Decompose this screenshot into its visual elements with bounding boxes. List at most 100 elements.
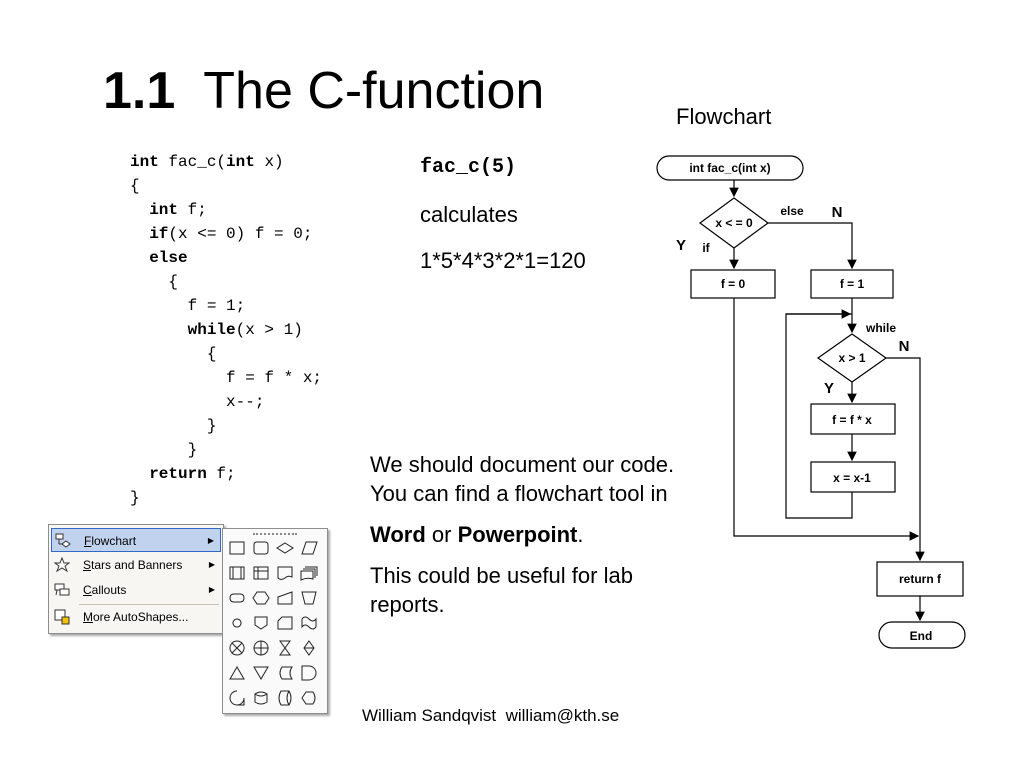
delay-shape-icon[interactable]: [301, 665, 317, 681]
multiply-box: [810, 403, 896, 435]
magnetic-disk-shape-icon[interactable]: [254, 691, 268, 705]
code-text: f;: [206, 465, 236, 483]
menu-item-flowchart[interactable]: Flowchart ▶: [51, 528, 221, 552]
note-paragraph-2: Word or Powerpoint.: [370, 520, 690, 549]
menu-item-callouts[interactable]: Callouts ▶: [51, 578, 221, 602]
stored-data-shape-icon[interactable]: [279, 666, 293, 680]
code-text: {: [206, 345, 217, 363]
flowchart-icon: [55, 533, 71, 548]
manual-operation-shape-icon[interactable]: [301, 591, 317, 605]
flowchart-heading: Flowchart: [676, 104, 772, 129]
submenu-arrow-icon: ▶: [208, 585, 215, 594]
note-block: We should document our code. You can fin…: [370, 450, 690, 631]
mult-label: f = f * x: [832, 413, 872, 427]
direct-access-storage-shape-icon[interactable]: [278, 690, 292, 706]
menu-item-stars-and-banners[interactable]: Stars and Banners ▶: [51, 553, 221, 577]
code-text: f = f * x;: [226, 369, 323, 387]
period-text: .: [577, 522, 584, 547]
menu-item-label: More AutoShapes...: [83, 610, 189, 624]
yes-label-1: Y: [676, 237, 686, 254]
yes-label-2: Y: [824, 380, 834, 397]
offpage-connector-shape-icon[interactable]: [254, 616, 268, 630]
code-text: {: [168, 273, 179, 291]
palette-grip[interactable]: [253, 533, 297, 537]
code-keyword: if: [149, 225, 169, 243]
f1-label: f = 1: [840, 277, 865, 291]
code-keyword: else: [149, 249, 188, 267]
title-number: 1.1: [103, 62, 176, 120]
card-shape-icon[interactable]: [277, 616, 293, 630]
sequential-access-storage-shape-icon[interactable]: [229, 690, 245, 706]
code-text: x--;: [226, 393, 265, 411]
slide-title: 1.1 The C-function: [103, 58, 544, 124]
return-label: return f: [899, 572, 942, 586]
product-text: 1*5*4*3*2*1=120: [420, 248, 586, 273]
end-terminator: [878, 621, 966, 649]
internal-storage-shape-icon[interactable]: [253, 566, 269, 580]
code-text: fac_c(: [158, 153, 227, 171]
start-terminator: [656, 155, 804, 181]
submenu-arrow-icon: ▶: [207, 536, 214, 545]
predefined-process-shape-icon[interactable]: [229, 566, 245, 580]
terminator-shape-icon[interactable]: [229, 593, 245, 603]
start-label: int fac_c(int x): [689, 161, 770, 175]
f-equals-0-box: [690, 269, 776, 299]
code-text: f = 1;: [187, 297, 246, 315]
process-shape-icon[interactable]: [229, 541, 245, 555]
dec-label: x = x-1: [833, 471, 871, 485]
end-label: End: [910, 629, 933, 643]
powerpoint-text: Powerpoint: [457, 522, 578, 547]
cond2-label: x > 1: [838, 351, 865, 365]
decrement-box: [810, 461, 896, 493]
stars-icon: [54, 557, 70, 573]
code-keyword: int: [130, 153, 159, 171]
code-text: }: [130, 489, 140, 507]
word-text: Word: [370, 522, 426, 547]
code-text: {: [130, 177, 140, 195]
flowchart-shapes-palette: [222, 528, 328, 714]
alternate-process-shape-icon[interactable]: [253, 541, 269, 555]
preparation-shape-icon[interactable]: [252, 591, 270, 605]
collate-shape-icon[interactable]: [279, 640, 291, 656]
code-listing: int fac_c(int x) { int f; if(x <= 0) f =…: [130, 150, 322, 510]
multidocument-shape-icon[interactable]: [300, 566, 318, 581]
connector-shape-icon[interactable]: [232, 618, 242, 628]
menu-item-label: Callouts: [83, 583, 127, 597]
menu-item-more-autoshapes[interactable]: More AutoShapes...: [51, 605, 221, 629]
example-call: fac_c(5): [420, 156, 517, 179]
decision-shape-icon[interactable]: [276, 542, 294, 554]
or-shape-icon[interactable]: [253, 640, 269, 656]
f0-label: f = 0: [721, 277, 746, 291]
menu-separator: [79, 604, 219, 605]
if-label: if: [702, 241, 710, 255]
code-text: x): [254, 153, 284, 171]
footer-credit: William Sandqvist william@kth.se: [362, 706, 620, 725]
code-text: }: [187, 441, 198, 459]
sort-shape-icon[interactable]: [303, 640, 315, 656]
cond1-label: x < = 0: [715, 216, 753, 230]
code-text: f;: [178, 201, 207, 219]
no-label-1: N: [832, 204, 843, 221]
title-text: The C-function: [203, 62, 545, 120]
menu-item-label: Stars and Banners: [83, 558, 183, 572]
punched-tape-shape-icon[interactable]: [301, 616, 317, 630]
code-keyword: int: [226, 153, 255, 171]
merge-shape-icon[interactable]: [253, 666, 269, 680]
while-label: while: [865, 321, 896, 335]
callouts-icon: [54, 583, 70, 596]
submenu-arrow-icon: ▶: [208, 560, 215, 569]
extract-shape-icon[interactable]: [229, 666, 245, 680]
document-shape-icon[interactable]: [277, 566, 293, 580]
note-paragraph-3: This could be useful for lab reports.: [370, 563, 633, 617]
or-text: or: [425, 522, 458, 547]
note-paragraph-1: We should document our code. You can fin…: [370, 452, 675, 506]
display-shape-icon[interactable]: [301, 691, 316, 705]
summing-junction-shape-icon[interactable]: [229, 640, 245, 656]
palette-shapes: [229, 541, 318, 706]
data-shape-icon[interactable]: [301, 541, 318, 555]
autoshapes-menu: Flowchart ▶ Stars and Banners ▶ Callouts…: [48, 524, 224, 634]
else-label: else: [780, 204, 804, 218]
autoshapes-icon: [54, 609, 70, 625]
manual-input-shape-icon[interactable]: [277, 591, 293, 605]
